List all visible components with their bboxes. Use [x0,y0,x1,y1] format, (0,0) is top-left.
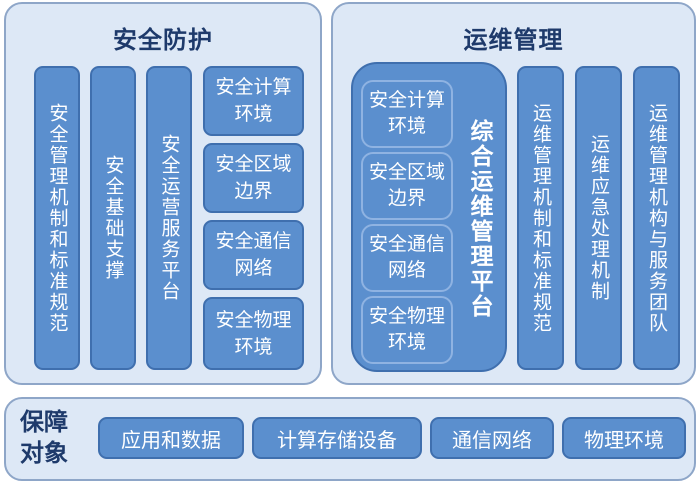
ops-network-label: 安全通信网络 [369,233,446,281]
ops-mgmt-mechanism-block: 运维管理机制和标准规范 [517,66,564,370]
ops-boundary-block: 安全区域边界 [361,152,453,220]
security-ops-platform-block: 安全运营服务平台 [146,66,192,370]
target-compute-storage-label: 计算存储设备 [277,427,397,452]
target-physical-env: 物理环境 [562,417,686,459]
security-mgmt-mechanism-block: 安全管理机制和标准规范 [34,66,80,370]
protection-target-panel: 保障 对象 应用和数据 计算存储设备 通信网络 物理环境 [4,397,696,481]
security-title: 安全防护 [113,26,213,54]
security-panel: 安全防护 安全管理机制和标准规范 安全基础支撑 安全运营服务平台 安全计算环境 … [4,2,322,385]
ops-integrated-platform-label: 综合运维管理平台 [466,119,492,319]
target-compute-storage: 计算存储设备 [252,417,422,459]
security-foundation-label: 安全基础支撑 [102,155,125,281]
target-app-data-label: 应用和数据 [121,427,221,452]
ops-physical-env-label: 安全物理环境 [369,305,446,353]
security-mgmt-mechanism-label: 安全管理机制和标准规范 [46,102,69,334]
ops-service-team-block: 运维管理机构与服务团队 [633,66,680,370]
target-physical-env-label: 物理环境 [584,427,664,452]
security-physical-env-block: 安全物理环境 [203,297,304,370]
ops-service-team-label: 运维管理机构与服务团队 [645,102,668,334]
ops-compute-env-block: 安全计算环境 [361,80,453,148]
ops-emergency-label: 运维应急处理机制 [587,134,610,302]
security-boundary-block: 安全区域边界 [203,143,304,213]
security-physical-env-label: 安全物理环境 [215,308,292,358]
security-boundary-label: 安全区域边界 [215,153,292,202]
security-compute-env-block: 安全计算环境 [203,66,304,136]
ops-compute-env-label: 安全计算环境 [369,89,446,137]
ops-boundary-label: 安全区域边界 [369,161,446,209]
ops-panel: 运维管理 安全计算环境 安全区域边界 安全通信网络 安全物理环境 综合运维管理平… [331,2,696,385]
target-app-data: 应用和数据 [98,417,244,459]
ops-network-block: 安全通信网络 [361,224,453,292]
ops-title: 运维管理 [463,26,564,54]
security-foundation-block: 安全基础支撑 [90,66,136,370]
ops-physical-env-block: 安全物理环境 [361,296,453,364]
security-network-block: 安全通信网络 [203,220,304,290]
security-ops-platform-label: 安全运营服务平台 [158,134,181,302]
protection-target-title: 保障 对象 [20,407,80,469]
ops-mgmt-mechanism-label: 运维管理机制和标准规范 [529,102,552,334]
protection-target-title-line2: 对象 [20,439,68,468]
security-network-label: 安全通信网络 [215,230,292,279]
ops-integrated-platform-block: 安全计算环境 安全区域边界 安全通信网络 安全物理环境 综合运维管理平台 [351,62,507,372]
target-network: 通信网络 [430,417,554,459]
ops-emergency-block: 运维应急处理机制 [575,66,622,370]
protection-target-title-line1: 保障 [20,408,68,436]
target-network-label: 通信网络 [452,427,532,452]
security-compute-env-label: 安全计算环境 [215,76,292,125]
